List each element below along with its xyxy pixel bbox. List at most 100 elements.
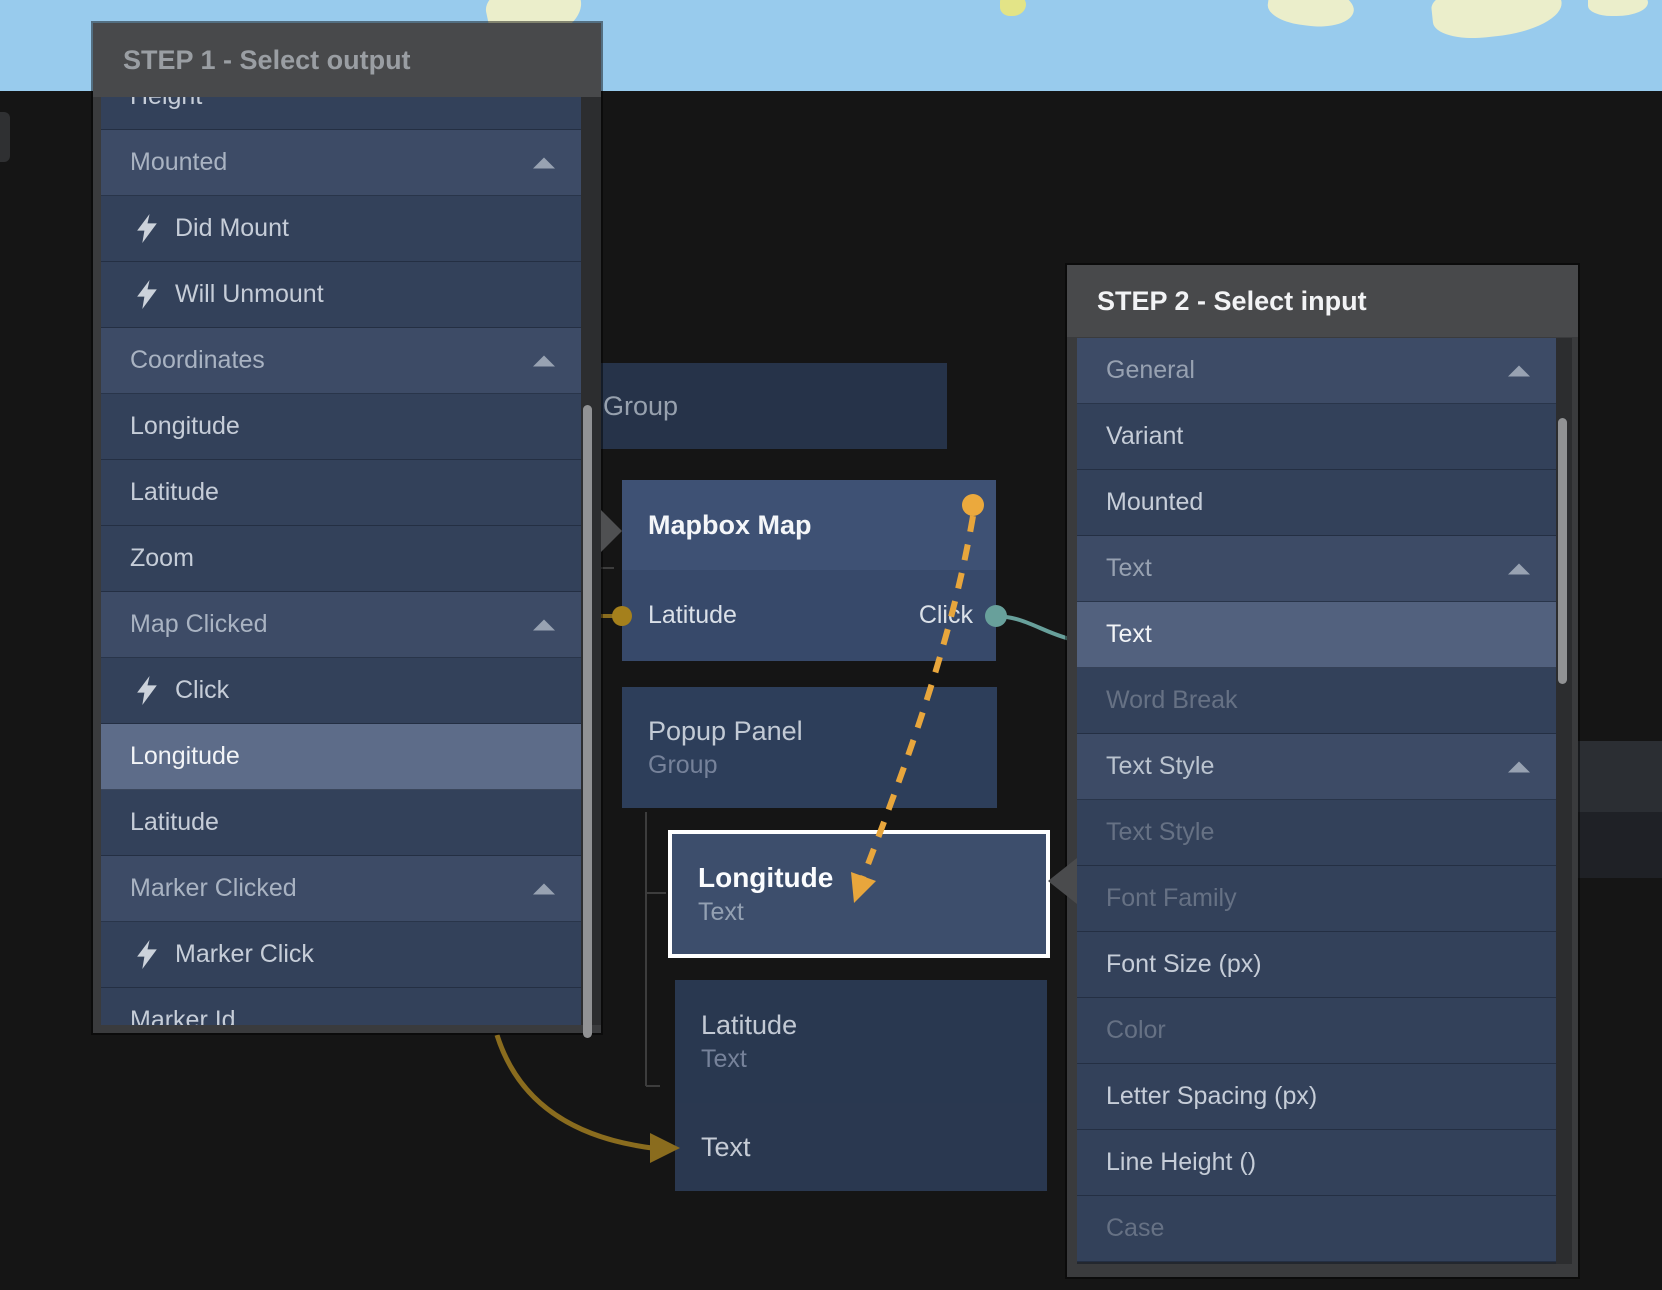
scrollbar-thumb[interactable]: [583, 405, 592, 1038]
menu-row[interactable]: Mounted: [101, 130, 581, 196]
wire-output-to-text: [494, 1034, 653, 1151]
map-landmass: [1000, 0, 1026, 16]
node-title: Group: [603, 390, 679, 421]
chevron-up-icon[interactable]: [533, 883, 555, 894]
menu-row[interactable]: Latitude: [101, 460, 581, 526]
node-title: Longitude: [698, 861, 834, 893]
node-subtitle: Text: [701, 1044, 747, 1073]
menu-row-label: Longitude: [130, 412, 240, 440]
menu-row[interactable]: Map Clicked: [101, 592, 581, 658]
menu-row[interactable]: Coordinates: [101, 328, 581, 394]
wire-click-to-input: [995, 614, 1071, 641]
node-subtitle: Group: [648, 750, 718, 779]
node-group[interactable]: Group: [601, 363, 947, 449]
node-mapbox-map[interactable]: Mapbox Map Latitude Click: [622, 480, 996, 661]
menu-row[interactable]: Latitude: [101, 790, 581, 856]
input-port-list: General Variant Mounted Text: [1077, 338, 1556, 1264]
menu-row[interactable]: Text Style: [1077, 800, 1556, 866]
menu-row[interactable]: Color: [1077, 998, 1556, 1064]
step1-select-output-panel: STEP 1 - Select output Height Mounted: [93, 23, 601, 1038]
menu-row-label: Case: [1106, 1214, 1165, 1242]
menu-row-label: Latitude: [130, 808, 219, 836]
menu-row-label: Text: [1106, 620, 1152, 648]
menu-row-label: Longitude: [130, 742, 240, 770]
menu-row[interactable]: Text Style: [1077, 734, 1556, 800]
menu-row-label: Line Height (): [1106, 1148, 1257, 1176]
lightning-icon: [137, 280, 157, 309]
menu-row[interactable]: Mounted: [1077, 470, 1556, 536]
menu-row-label: Color: [1106, 1016, 1166, 1044]
menu-row-label: Marker Clicked: [130, 874, 297, 902]
menu-row-label: Text Style: [1106, 818, 1215, 846]
menu-row[interactable]: Will Unmount: [101, 262, 581, 328]
node-longitude-text-selected[interactable]: Longitude Text: [668, 830, 1050, 958]
menu-row-label: Click: [175, 676, 230, 704]
background-panel-edge: [1578, 741, 1662, 812]
output-port-list: Height Mounted Did Mount Will Unmount: [101, 97, 581, 1025]
menu-row[interactable]: Marker Click: [101, 922, 581, 988]
menu-row[interactable]: Case: [1077, 1196, 1556, 1262]
menu-row[interactable]: Line Height (): [1077, 1130, 1556, 1196]
menu-row-label: Zoom: [130, 544, 194, 572]
node-title: Popup Panel: [648, 715, 803, 746]
menu-row[interactable]: Longitude: [101, 394, 581, 460]
node-title: Mapbox Map: [648, 509, 812, 540]
menu-row[interactable]: Marker Clicked: [101, 856, 581, 922]
chevron-up-icon[interactable]: [533, 157, 555, 168]
panel-pointer-right-icon: [601, 510, 622, 552]
background-panel-edge: [1578, 812, 1662, 878]
menu-row[interactable]: Click: [101, 658, 581, 724]
menu-row-label: Marker Id: [130, 1006, 236, 1025]
chevron-up-icon[interactable]: [533, 619, 555, 630]
menu-row[interactable]: Font Family: [1077, 866, 1556, 932]
menu-row[interactable]: Text: [1077, 602, 1556, 668]
menu-row[interactable]: Text: [1077, 536, 1556, 602]
lightning-icon: [137, 214, 157, 243]
chevron-up-icon[interactable]: [1508, 365, 1530, 376]
menu-row[interactable]: Did Mount: [101, 196, 581, 262]
node-subtitle: Text: [698, 897, 744, 926]
scrollbar-track[interactable]: [581, 97, 601, 1038]
panel-pointer-left-icon: [1048, 858, 1077, 904]
chevron-up-icon[interactable]: [1508, 563, 1530, 574]
port-latitude[interactable]: Latitude: [648, 601, 737, 629]
map-landmass: [1265, 0, 1357, 32]
node-header[interactable]: Mapbox Map: [622, 480, 996, 570]
node-title: Text: [701, 1131, 751, 1162]
chevron-up-icon[interactable]: [533, 355, 555, 366]
menu-row[interactable]: General: [1077, 338, 1556, 404]
menu-row-label: Map Clicked: [130, 610, 268, 638]
port-click[interactable]: Click: [918, 601, 973, 629]
panel-title-bar: STEP 2 - Select input: [1067, 265, 1578, 337]
menu-row[interactable]: Variant: [1077, 404, 1556, 470]
menu-row-label: Will Unmount: [175, 280, 324, 308]
map-landmass: [1588, 0, 1648, 16]
menu-row-label: Did Mount: [175, 214, 289, 242]
panel-title: STEP 1 - Select output: [123, 44, 411, 75]
menu-row-label: Coordinates: [130, 346, 265, 374]
scrollbar-track[interactable]: [1556, 338, 1572, 1264]
node-title: Latitude: [701, 1009, 798, 1040]
menu-row-label: Mounted: [1106, 488, 1204, 516]
menu-row-label: Mounted: [130, 148, 228, 176]
step2-select-input-panel: STEP 2 - Select input General Variant: [1067, 265, 1578, 1277]
menu-row[interactable]: Letter Spacing (px): [1077, 1064, 1556, 1130]
menu-row[interactable]: Height: [101, 97, 581, 130]
map-landmass: [1429, 0, 1565, 43]
scrollbar-thumb[interactable]: [1558, 418, 1567, 684]
menu-row[interactable]: Zoom: [101, 526, 581, 592]
menu-row[interactable]: Word Break: [1077, 668, 1556, 734]
node-latitude-text[interactable]: Latitude Text: [675, 980, 1047, 1103]
collapsed-side-tab[interactable]: [0, 112, 10, 162]
menu-row[interactable]: Font Size (px): [1077, 932, 1556, 998]
menu-row-label: Height: [130, 97, 202, 111]
map-landmass: [545, 0, 579, 20]
node-text[interactable]: Text: [675, 1103, 1047, 1191]
node-popup-panel[interactable]: Popup Panel Group: [622, 687, 997, 808]
menu-row[interactable]: Marker Id: [101, 988, 581, 1025]
menu-row[interactable]: Longitude: [101, 724, 581, 790]
menu-row-label: Text: [1106, 554, 1152, 582]
chevron-up-icon[interactable]: [1508, 761, 1530, 772]
menu-row-label: Word Break: [1106, 686, 1238, 714]
